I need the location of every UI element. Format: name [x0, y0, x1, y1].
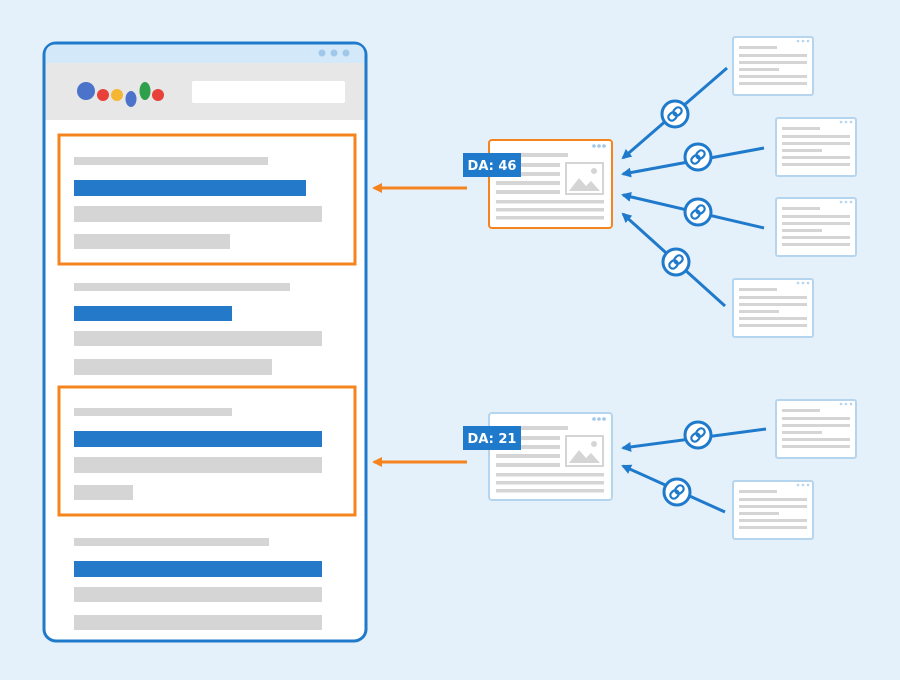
chain-link-icon [661, 247, 691, 277]
source-page-5[interactable] [775, 399, 857, 459]
referring-page-1[interactable] [488, 139, 613, 229]
image-placeholder-icon [565, 162, 604, 195]
result-title-bar[interactable] [74, 561, 322, 577]
domain-authority-badge-1: DA: 46 [463, 153, 521, 177]
window-controls-icon [592, 417, 606, 421]
source-page-1[interactable] [732, 36, 814, 96]
source-page-4[interactable] [732, 278, 814, 338]
image-placeholder-icon [565, 435, 604, 467]
chain-link-icon [683, 420, 713, 450]
da-badge-label: DA: 46 [468, 159, 517, 174]
search-engine-logo-icon [77, 82, 164, 107]
search-result-4[interactable] [74, 538, 322, 630]
chain-link-icon [662, 477, 692, 507]
domain-authority-badge-2: DA: 21 [463, 426, 521, 450]
source-page-6[interactable] [732, 480, 814, 540]
chain-link-icon [683, 197, 713, 227]
da-badge-label: DA: 21 [468, 432, 517, 447]
result-highlight-frame [57, 385, 357, 517]
backlinks-to-page-1 [621, 66, 765, 308]
result-title-bar[interactable] [74, 431, 322, 447]
result-title-bar[interactable] [74, 306, 232, 321]
window-controls-icon [839, 402, 853, 406]
window-controls-icon [839, 120, 853, 124]
result-title-bar[interactable] [74, 180, 306, 196]
search-result-1[interactable] [57, 133, 357, 266]
result-highlight-frame [57, 133, 357, 266]
source-page-2[interactable] [775, 117, 857, 177]
window-controls-icon [839, 200, 853, 204]
window-controls-icon [796, 281, 810, 285]
link-icons [660, 99, 713, 507]
window-controls-icon [318, 49, 350, 57]
search-input[interactable] [192, 81, 345, 103]
search-result-2[interactable] [74, 283, 322, 375]
window-controls-icon [796, 483, 810, 487]
window-controls-icon [796, 39, 810, 43]
chain-link-icon [660, 99, 690, 129]
serp-browser-window [42, 41, 368, 643]
search-result-3[interactable] [57, 385, 357, 517]
chain-link-icon [683, 142, 713, 172]
source-page-3[interactable] [775, 197, 857, 257]
window-controls-icon [592, 144, 606, 148]
